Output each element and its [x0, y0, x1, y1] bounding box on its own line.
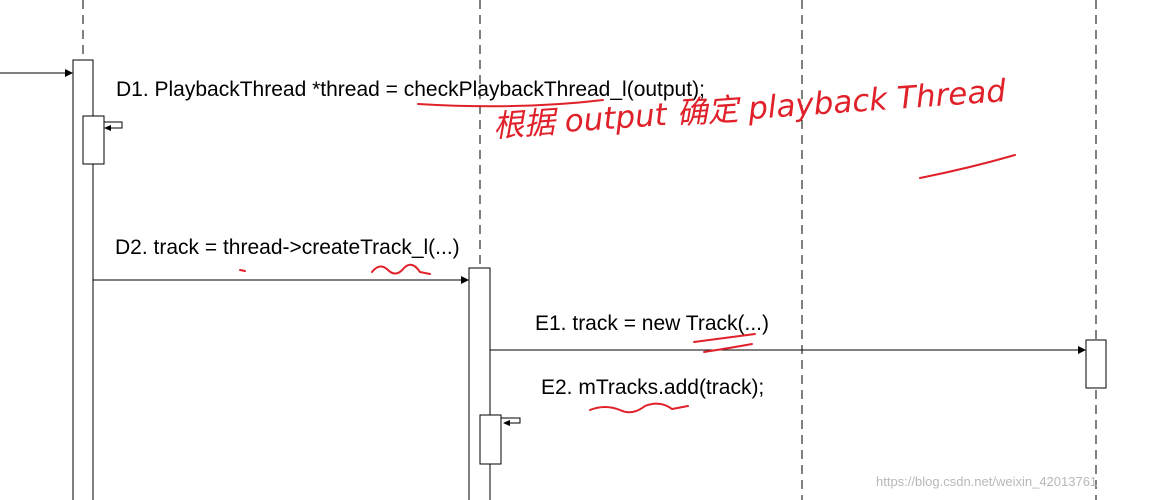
message-label-e1: E1. track = new Track(...) [535, 312, 769, 335]
red-underline-track-1 [693, 333, 756, 343]
self-call-arrow-e2 [501, 417, 521, 424]
self-call-arrowhead-d1 [104, 125, 111, 131]
message-label-d2: D2. track = thread->createTrack_l(...) [115, 236, 460, 259]
activation-bar-4 [1085, 339, 1107, 389]
red-tick-thread [239, 269, 246, 272]
activation-bar-1 [72, 59, 94, 500]
self-call-arrowhead-e2 [503, 420, 510, 426]
watermark: https://blog.csdn.net/weixin_42013761 [876, 474, 1098, 489]
activation-self-call-1 [82, 115, 105, 165]
red-squiggle-mtracks [589, 402, 689, 414]
arrowhead-e1 [1078, 346, 1086, 354]
red-underline-track-2 [703, 343, 753, 353]
red-underline-check [417, 99, 604, 108]
arrowhead-d2 [461, 276, 469, 284]
red-squiggle-create [371, 263, 431, 275]
message-label-e2: E2. mTracks.add(track); [541, 376, 765, 399]
activation-bar-2 [468, 267, 491, 500]
self-call-arrow-d1 [104, 121, 123, 129]
activation-self-call-2 [479, 414, 502, 465]
message-label-d1: D1. PlaybackThread *thread = checkPlayba… [116, 78, 705, 101]
red-underline-thread [919, 154, 1016, 179]
incoming-arrowhead [65, 69, 73, 77]
